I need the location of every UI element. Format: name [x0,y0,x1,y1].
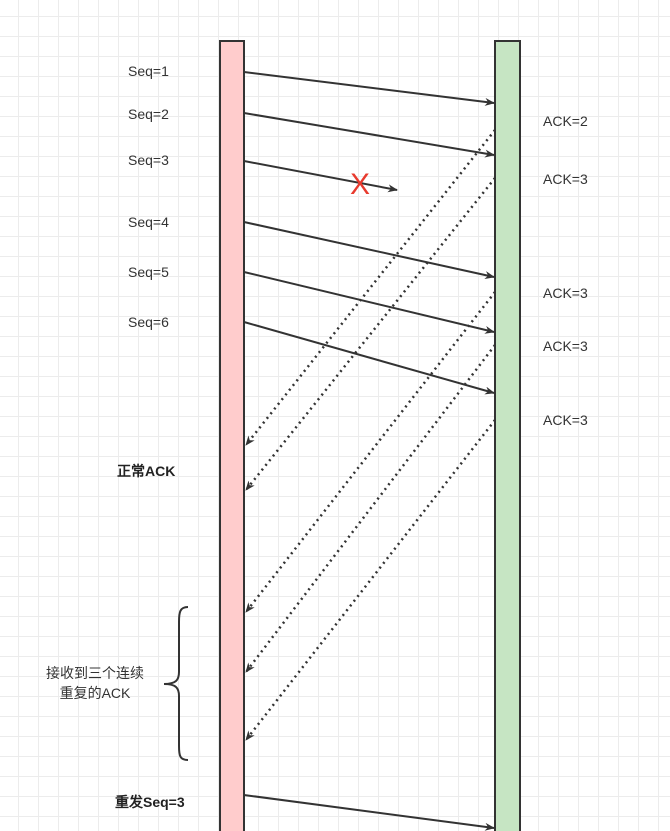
seq-label: Seq=2 [128,106,169,122]
normal-ack-label: 正常ACK [117,463,176,479]
seq6-arrow [243,321,495,395]
seq1-arrow [243,71,495,106]
dup-ack-note-line: 重复的ACK [59,685,131,701]
seq5-arrow [243,271,495,334]
receiver-timeline-bar [494,40,521,831]
dup-ack-note-line: 接收到三个连续 [46,665,144,681]
resend-label: 重发Seq=3 [115,794,185,810]
ack3-arrow-1 [245,177,496,491]
seq4-arrow [243,221,495,279]
seq-label: Seq=5 [128,264,169,280]
ack-label: ACK=3 [543,338,588,354]
ack2-arrow [245,129,496,446]
seq3-lost-arrow [243,160,398,193]
ack-label: ACK=3 [543,171,588,187]
resend-seq3-arrow [243,794,495,831]
ack3-arrow-4 [245,419,496,741]
ack-label: ACK=2 [543,113,588,129]
dup-ack-note: 接收到三个连续 重复的ACK [30,663,160,703]
ack-label: ACK=3 [543,412,588,428]
ack3-arrow-2 [245,291,496,613]
seq-label: Seq=4 [128,214,169,230]
seq2-arrow [243,112,495,158]
seq-label: Seq=1 [128,63,169,79]
ack-label: ACK=3 [543,285,588,301]
curly-brace [163,606,189,761]
seq-label: Seq=3 [128,152,169,168]
seq-label: Seq=6 [128,314,169,330]
ack3-arrow-3 [245,344,496,673]
sender-timeline-bar [219,40,245,831]
lost-packet-marker: X [350,168,371,201]
